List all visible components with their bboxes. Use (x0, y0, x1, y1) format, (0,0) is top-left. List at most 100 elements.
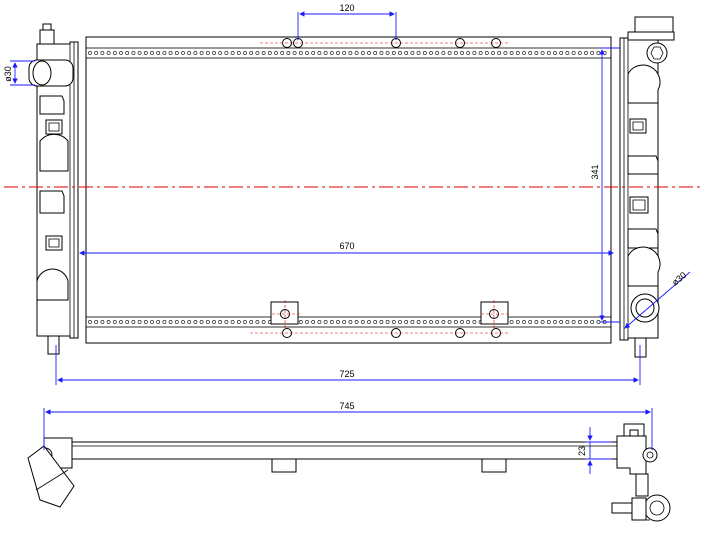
fin-dot (199, 51, 204, 55)
fin-dot (88, 320, 92, 324)
fin-dot (416, 320, 421, 324)
side-core (71, 441, 618, 460)
fin-dot (212, 320, 216, 324)
fin-dot (280, 51, 285, 55)
dim-tank-depth: 23 (577, 427, 612, 474)
fin-dot (453, 51, 458, 55)
fin-dot (94, 320, 99, 324)
fin-dot (236, 320, 241, 324)
fin-dot (323, 320, 328, 324)
fin-dot (447, 320, 452, 324)
bottom-bracket-right (480, 300, 509, 328)
fin-dot (553, 51, 557, 55)
fin-dot (131, 51, 136, 55)
fin-dot (484, 51, 489, 55)
fin-dot (267, 51, 272, 55)
fin-dot (385, 320, 390, 324)
fin-dot (466, 320, 471, 324)
fin-dot (546, 51, 551, 55)
fin-dot (416, 51, 421, 55)
fin-dot (546, 320, 551, 324)
fin-dot (143, 320, 148, 324)
fin-dot (317, 51, 322, 55)
fin-dot (528, 320, 533, 324)
fin-dot (119, 320, 123, 324)
fin-dot (571, 51, 576, 55)
bottom-bracket-left (270, 300, 300, 328)
fin-dot (162, 51, 167, 55)
fin-dot (261, 320, 266, 324)
fin-dot (236, 51, 241, 55)
dim-hole-spacing-label: 120 (339, 3, 354, 13)
dim-total-length: 745 (43, 401, 653, 450)
fin-dot (571, 320, 576, 324)
fin-dot (218, 51, 223, 55)
fin-dot (354, 51, 359, 55)
dim-total-length-label: 745 (339, 401, 354, 411)
fin-dot (174, 320, 179, 324)
fin-dot (447, 51, 452, 55)
fin-dot (553, 320, 557, 324)
fin-dot (311, 320, 316, 324)
fin-dot (373, 51, 378, 55)
right-outlet-pipe (630, 293, 660, 323)
fin-dot (88, 51, 92, 55)
fin-dot (143, 51, 148, 55)
fin-dot (150, 320, 154, 324)
fin-dot (503, 51, 508, 55)
fin-dot (472, 51, 477, 55)
fin-dot (565, 320, 570, 324)
fin-dot (336, 51, 340, 55)
fin-dot (342, 51, 347, 55)
left-inlet-pipe (28, 59, 74, 87)
dim-core-height-label: 341 (590, 164, 600, 179)
fin-dot (540, 51, 545, 55)
fin-dot (292, 51, 297, 55)
dim-outlet-diameter-label: ø30 (670, 270, 688, 288)
fin-dot (534, 51, 539, 55)
fin-dot (460, 320, 464, 324)
fin-dot (522, 320, 526, 324)
fin-dot (137, 51, 142, 55)
fin-dot (174, 51, 179, 55)
core-top-strip (85, 47, 612, 59)
fin-dot (385, 51, 390, 55)
fin-dot (429, 320, 433, 324)
fin-dot (398, 51, 402, 55)
fin-dot (373, 320, 378, 324)
fin-dot (131, 320, 136, 324)
fin-dot (422, 320, 427, 324)
left-tank (36, 23, 79, 355)
fin-dot (199, 320, 204, 324)
fin-dot (584, 51, 588, 55)
dim-hole-spacing: 120 (297, 3, 397, 40)
radiator-core (85, 36, 612, 344)
fin-dot (224, 51, 229, 55)
fin-dot (404, 51, 409, 55)
fin-dot (435, 51, 440, 55)
fin-dot (230, 320, 235, 324)
dim-inlet-diameter-label: ø30 (3, 66, 13, 82)
fin-dot (218, 320, 223, 324)
fin-dot (249, 320, 254, 324)
fin-dot (230, 51, 235, 55)
dim-core-height: 341 (590, 47, 620, 323)
fin-dot (528, 51, 533, 55)
fin-dot (125, 51, 130, 55)
fin-dot (100, 51, 105, 55)
fin-dot (187, 320, 192, 324)
fin-dot (150, 51, 154, 55)
fin-dot (125, 320, 130, 324)
fin-dot (255, 51, 260, 55)
dim-inlet-diameter: ø30 (3, 60, 35, 86)
fin-dot (596, 320, 601, 324)
side-view (27, 423, 671, 522)
fin-dot (577, 51, 582, 55)
fin-dot (453, 320, 458, 324)
fin-dot (360, 51, 365, 55)
fin-dot (243, 320, 247, 324)
fin-dot (590, 320, 595, 324)
dim-core-width-label: 670 (339, 241, 354, 251)
fin-dot (156, 51, 161, 55)
